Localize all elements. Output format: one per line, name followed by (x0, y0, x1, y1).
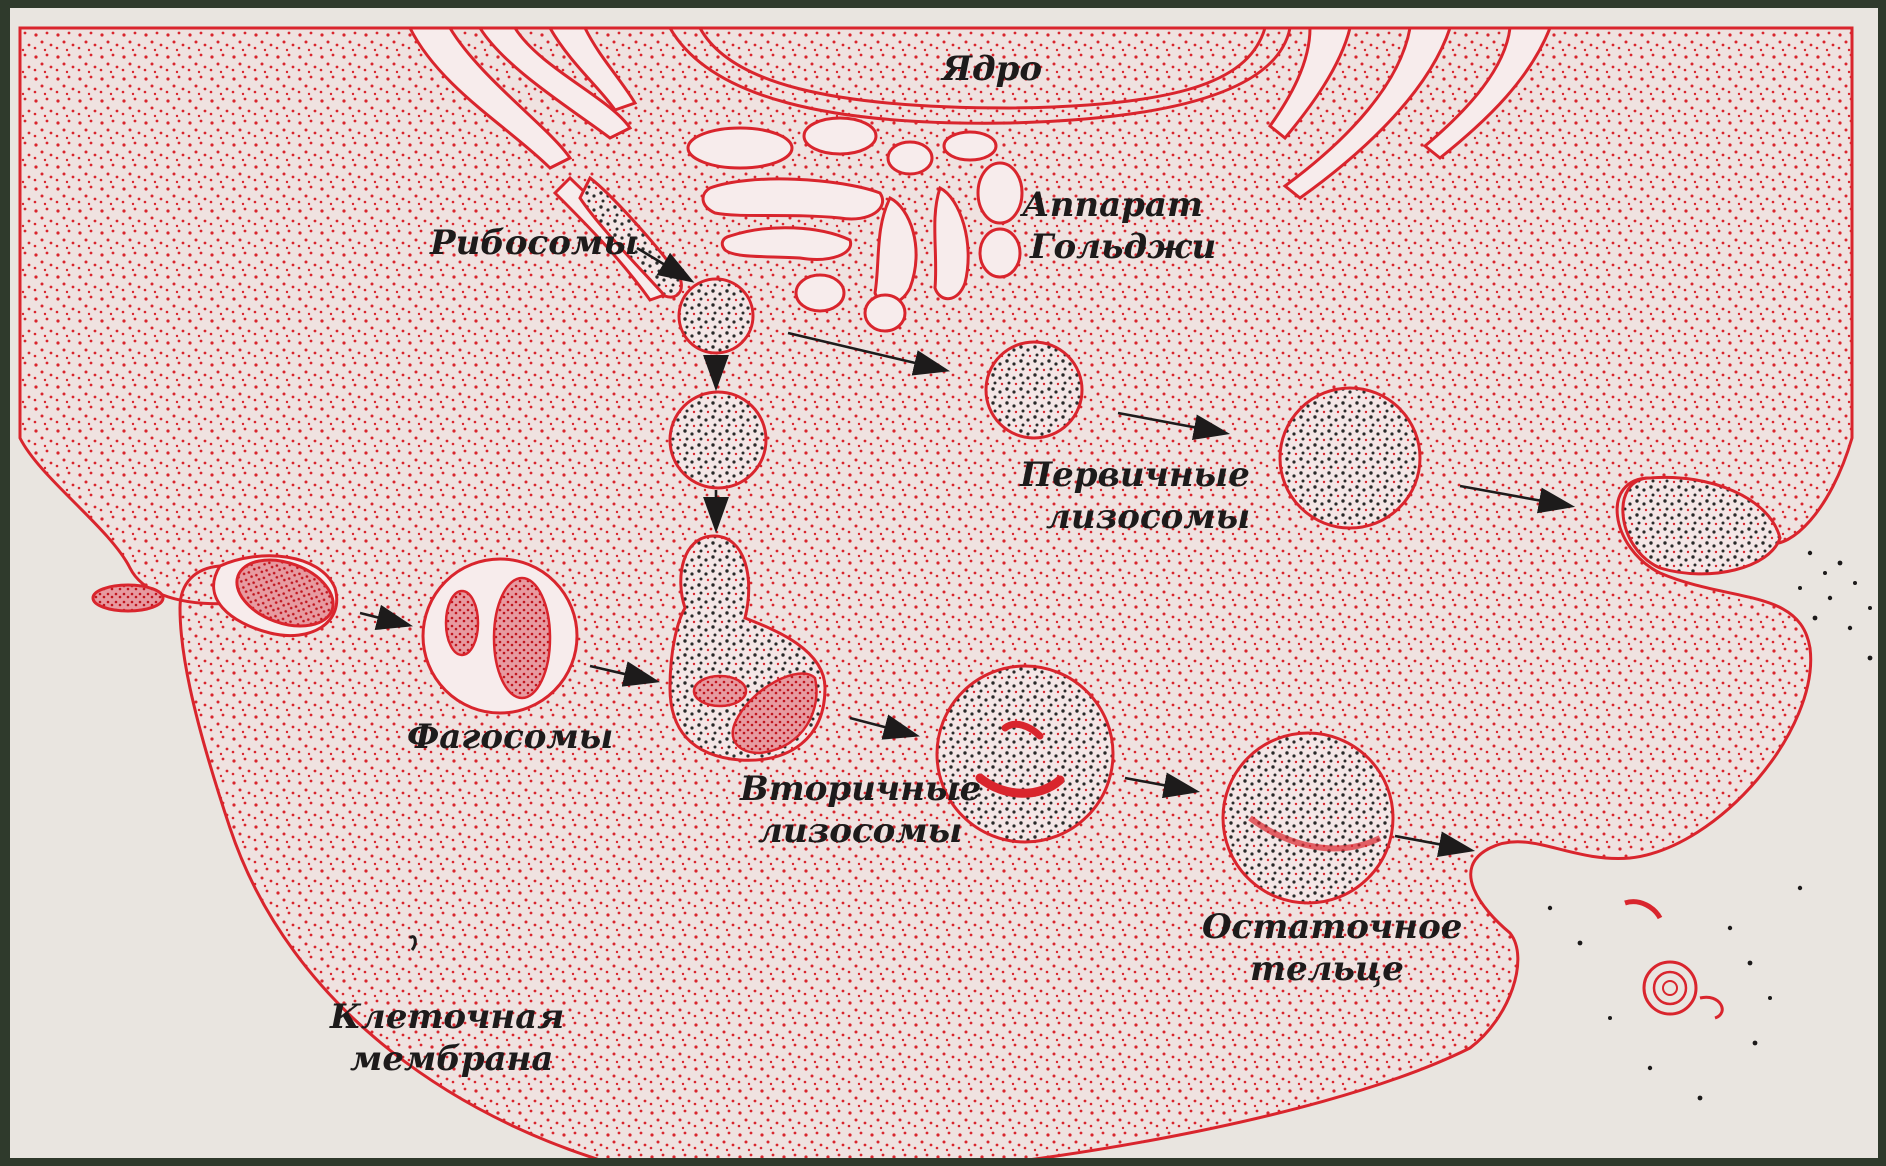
food-particle-outside (93, 585, 163, 611)
label-residual-line2: тельце (1250, 949, 1404, 989)
secondary-lysosome-digesting (937, 666, 1113, 842)
label-membrane-line2: мембрана (350, 1039, 553, 1079)
label-primary-line2: лизосомы (1046, 497, 1250, 537)
label-golgi-line1: Аппарат (1019, 185, 1203, 225)
label-ribosomes: Рибосомы (429, 223, 638, 263)
primary-lysosome-budding (679, 279, 753, 353)
diagram-frame: Ядро Аппарат Гольджи Рибосомы Первичные … (10, 8, 1878, 1158)
residual-body (1223, 733, 1393, 903)
label-secondary-line2: лизосомы (758, 811, 962, 851)
label-nucleus: Ядро (940, 49, 1042, 89)
label-phagosomes: Фагосомы (407, 717, 613, 757)
label-primary-line1: Первичные (1019, 455, 1250, 495)
digested-particle-small (694, 676, 746, 706)
label-membrane-line1: Клеточная (329, 997, 564, 1037)
label-golgi-line2: Гольджи (1029, 227, 1216, 267)
phagosome-content-1 (446, 591, 478, 655)
label-residual-line1: Остаточное (1202, 907, 1462, 947)
primary-lysosome-2 (986, 342, 1082, 438)
primary-lysosome-3 (1280, 388, 1420, 528)
primary-lysosome-1 (670, 392, 766, 488)
phagosome-content-2 (494, 578, 550, 698)
lysosome-diagram: Ядро Аппарат Гольджи Рибосомы Первичные … (10, 8, 1878, 1158)
label-secondary-line1: Вторичные (739, 769, 981, 809)
released-debris-lower (1548, 886, 1802, 1101)
